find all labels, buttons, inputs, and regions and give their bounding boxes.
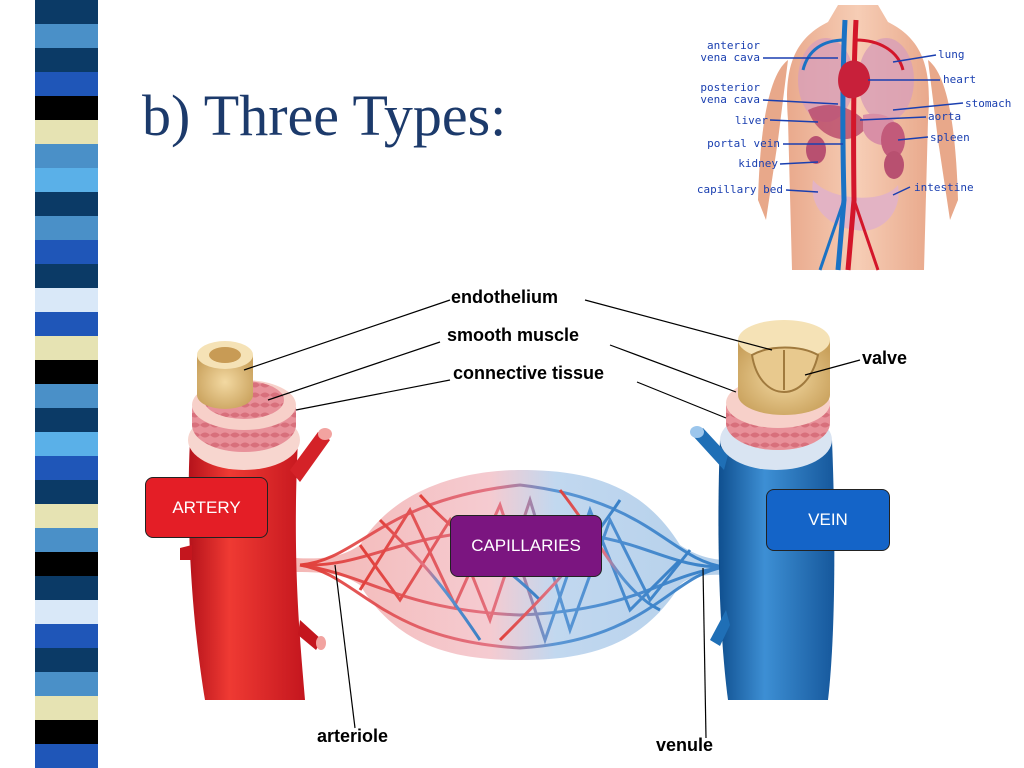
stripe-band — [35, 168, 98, 192]
stripe-band — [35, 264, 98, 288]
label-smooth-muscle: smooth muscle — [447, 325, 580, 345]
label-arteriole: arteriole — [317, 726, 389, 746]
label-valve: valve — [862, 348, 908, 368]
body-diagram-right-labels: lung heart stomach aorta spleen intestin… — [914, 48, 1011, 194]
stripe-band — [35, 24, 98, 48]
label-endothelium: endothelium — [451, 287, 558, 307]
label-intestine: intestine — [914, 181, 974, 194]
stripe-band — [35, 72, 98, 96]
label-vena-cava-2: vena cava — [700, 93, 760, 106]
vein-vessel — [690, 320, 835, 700]
stripe-band — [35, 744, 98, 768]
stripe-band — [35, 216, 98, 240]
body-diagram-left-labels: anterior vena cava posterior vena cava l… — [697, 39, 783, 196]
stripe-band — [35, 144, 98, 168]
stripe-band — [35, 504, 98, 528]
stripe-band — [35, 336, 98, 360]
label-anterior: anterior — [707, 39, 760, 52]
stripe-band — [35, 720, 98, 744]
body-diagram-pointer-lines — [762, 54, 964, 196]
label-lung: lung — [938, 48, 965, 61]
artery-label-box: ARTERY — [145, 477, 268, 538]
slide-title: b) Three Types: — [142, 83, 507, 148]
stripe-band — [35, 96, 98, 120]
label-spleen: spleen — [930, 131, 970, 144]
stripe-band — [35, 552, 98, 576]
label-connective-tissue: connective tissue — [453, 363, 605, 383]
decorative-stripe-bar — [0, 0, 115, 768]
label-portal-vein: portal vein — [707, 137, 780, 150]
stripe-band — [35, 672, 98, 696]
stripe-band — [35, 48, 98, 72]
stripe-band — [35, 0, 98, 24]
stripe-band — [35, 480, 98, 504]
vein-label-box: VEIN — [766, 489, 890, 551]
label-liver: liver — [735, 114, 768, 127]
stripe-band — [35, 384, 98, 408]
label-capillary-bed: capillary bed — [697, 183, 783, 196]
label-aorta: aorta — [928, 110, 961, 123]
stripe-band — [35, 192, 98, 216]
stripe-band — [35, 696, 98, 720]
vessel-pointer-lines — [243, 299, 861, 739]
label-stomach: stomach — [965, 97, 1011, 110]
stripe-band — [35, 576, 98, 600]
circulatory-system-figure: anterior vena cava posterior vena cava l… — [697, 5, 1011, 271]
stripe-band — [35, 432, 98, 456]
capillaries-label-box: CAPILLARIES — [450, 515, 602, 577]
stripe-band — [35, 456, 98, 480]
label-posterior: posterior — [700, 81, 760, 94]
label-venule: venule — [656, 735, 714, 755]
stripe-band — [35, 648, 98, 672]
stripe-band — [35, 408, 98, 432]
label-kidney: kidney — [738, 157, 778, 170]
stripe-band — [35, 288, 98, 312]
stripe-band — [35, 528, 98, 552]
stripe-band — [35, 240, 98, 264]
stripe-band — [35, 360, 98, 384]
label-heart: heart — [943, 73, 976, 86]
stripe-band — [35, 624, 98, 648]
artery-vessel — [180, 341, 332, 700]
stripe-band — [35, 120, 98, 144]
stripe-band — [35, 600, 98, 624]
label-vena-cava-1: vena cava — [700, 51, 760, 64]
stripe-band — [35, 312, 98, 336]
